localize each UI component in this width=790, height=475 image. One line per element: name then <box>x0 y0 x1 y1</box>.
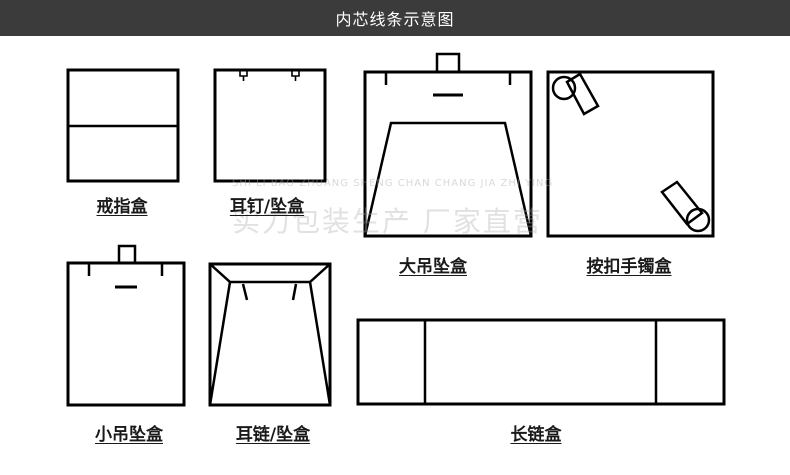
watermark-text: 实力包装生产 厂家直营 <box>232 205 543 238</box>
box-diagrams <box>66 52 726 407</box>
label-ring-box: 戒指盒 <box>96 197 148 217</box>
watermark-subtext: SHI LI BAO ZHUANG SHENG CHAN CHANG JIA Z… <box>232 178 554 189</box>
ring-box-diagram <box>66 68 180 183</box>
label-small-pendant-box: 小吊坠盒 <box>95 425 163 445</box>
ear-chain-pendant-box-diagram <box>208 262 332 407</box>
small-pendant-box-diagram <box>66 244 186 407</box>
header-title: 内芯线条示意图 <box>335 10 455 29</box>
label-bangle-box: 按扣手镯盒 <box>586 257 672 277</box>
long-chain-box-diagram <box>356 318 726 406</box>
earring-pendant-box-diagram <box>213 68 327 183</box>
page-header: 内芯线条示意图 <box>0 0 790 36</box>
label-long-chain-box: 长链盒 <box>510 425 562 445</box>
label-large-pendant-box: 大吊坠盒 <box>399 257 467 277</box>
bangle-box-diagram <box>546 70 715 238</box>
label-earring-pendant-box: 耳钉/坠盒 <box>229 197 305 217</box>
large-pendant-box-diagram <box>363 52 533 238</box>
label-ear-chain-pendant-box: 耳链/坠盒 <box>235 425 311 445</box>
